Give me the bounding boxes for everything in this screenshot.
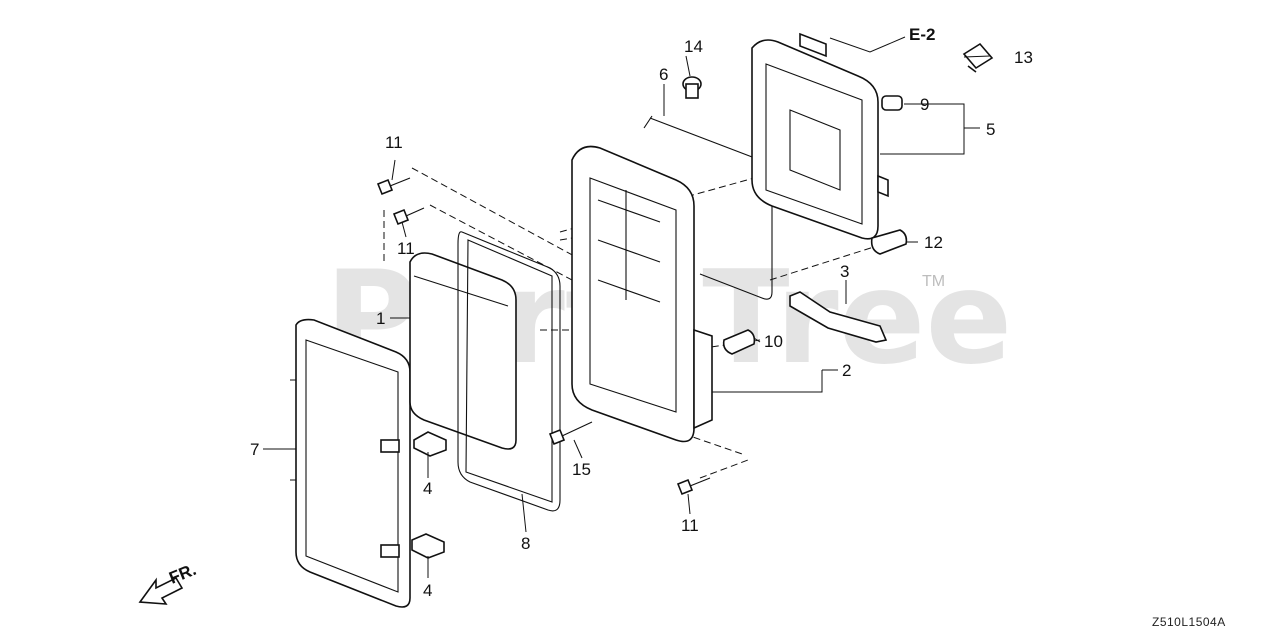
callout-11-lower: 11 xyxy=(681,516,699,535)
callout-8: 8 xyxy=(521,534,530,553)
leader-lines xyxy=(263,36,991,578)
callout-13: 13 xyxy=(1014,48,1033,67)
callout-2: 2 xyxy=(842,361,851,380)
callout-7: 7 xyxy=(250,440,259,459)
callout-11-middle: 11 xyxy=(397,239,415,258)
filter-element xyxy=(409,252,517,450)
callout-1: 1 xyxy=(376,309,385,328)
bolt-upper xyxy=(376,177,411,196)
callout-6: 6 xyxy=(659,65,668,84)
clip-lower xyxy=(411,533,445,559)
callouts: 1 2 3 4 4 5 6 7 8 9 10 11 11 11 12 13 14… xyxy=(250,37,1033,600)
bracket-3 xyxy=(789,291,888,343)
callout-10: 10 xyxy=(764,332,783,351)
air-cleaner-housing xyxy=(751,32,889,240)
breather-13 xyxy=(962,42,994,73)
callout-11-upper: 11 xyxy=(385,133,403,152)
trademark: TM xyxy=(922,273,945,290)
front-direction-arrow: FR. xyxy=(138,560,199,605)
tube-12 xyxy=(870,229,908,255)
collar-9 xyxy=(881,95,903,111)
gasket xyxy=(457,231,561,512)
callout-3: 3 xyxy=(840,262,849,281)
air-cleaner-cover xyxy=(290,318,411,608)
air-cleaner-case xyxy=(571,145,713,443)
callout-5: 5 xyxy=(986,120,995,139)
callout-12: 12 xyxy=(924,233,943,252)
callout-9: 9 xyxy=(920,95,929,114)
callout-4-lower: 4 xyxy=(423,581,432,600)
callout-4-upper: 4 xyxy=(423,479,432,498)
tube-10 xyxy=(722,329,756,355)
callout-14: 14 xyxy=(684,37,703,56)
grommet-14 xyxy=(682,76,702,99)
callout-15: 15 xyxy=(572,460,591,479)
bolt-lower xyxy=(676,477,711,496)
clip-upper xyxy=(413,431,447,457)
bolt-15 xyxy=(548,421,593,446)
drawing-code: Z510L1504A xyxy=(1152,615,1226,629)
direction-label: FR. xyxy=(166,560,199,588)
bolt-middle xyxy=(392,207,425,226)
section-reference: E-2 xyxy=(909,25,935,44)
